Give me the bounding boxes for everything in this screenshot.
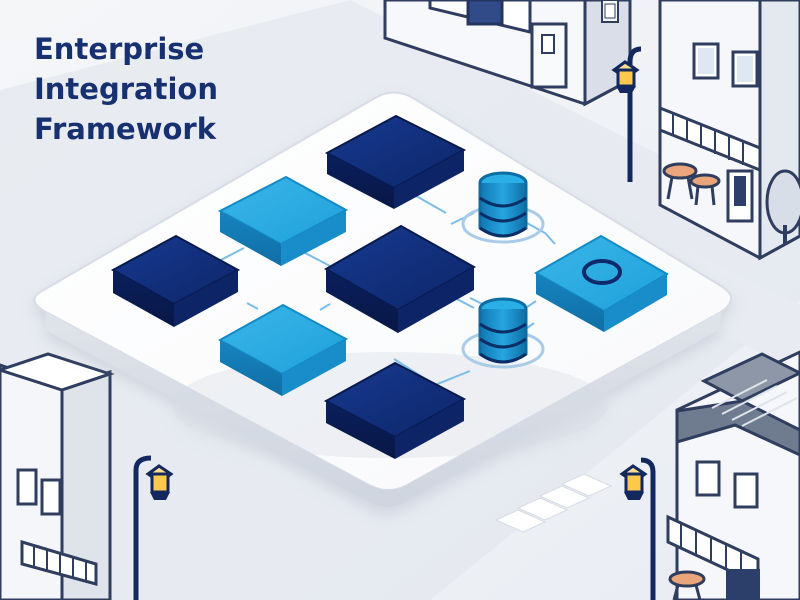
service-block-navy-bottom — [323, 361, 467, 459]
building-right-bottom — [666, 350, 800, 600]
building-top — [383, 0, 632, 107]
title-line-framework: Framework — [34, 112, 217, 146]
title-line-enterprise: Enterprise — [34, 32, 205, 66]
database-icon — [478, 171, 528, 238]
building-left-bottom — [0, 352, 115, 600]
tree-icon — [765, 169, 800, 244]
service-block-blue-top — [217, 175, 349, 266]
service-block-blue-bottom — [217, 303, 349, 396]
page-title: Enterprise Integration Framework — [34, 29, 294, 149]
crosswalk — [494, 473, 613, 533]
service-module-icon — [533, 234, 669, 332]
title-line-integration: Integration — [34, 72, 218, 106]
street-lamp-icon — [133, 455, 174, 600]
service-block-navy-center — [323, 224, 477, 333]
cafe-tables — [668, 570, 706, 600]
street-lamp-icon — [611, 46, 642, 182]
service-block-navy-left — [110, 234, 241, 327]
service-block-navy-top — [324, 114, 467, 209]
sidewalk-corner — [0, 0, 120, 50]
database-icon — [478, 297, 528, 364]
street-lamp-icon — [619, 457, 656, 600]
cafe-tables — [662, 162, 721, 206]
